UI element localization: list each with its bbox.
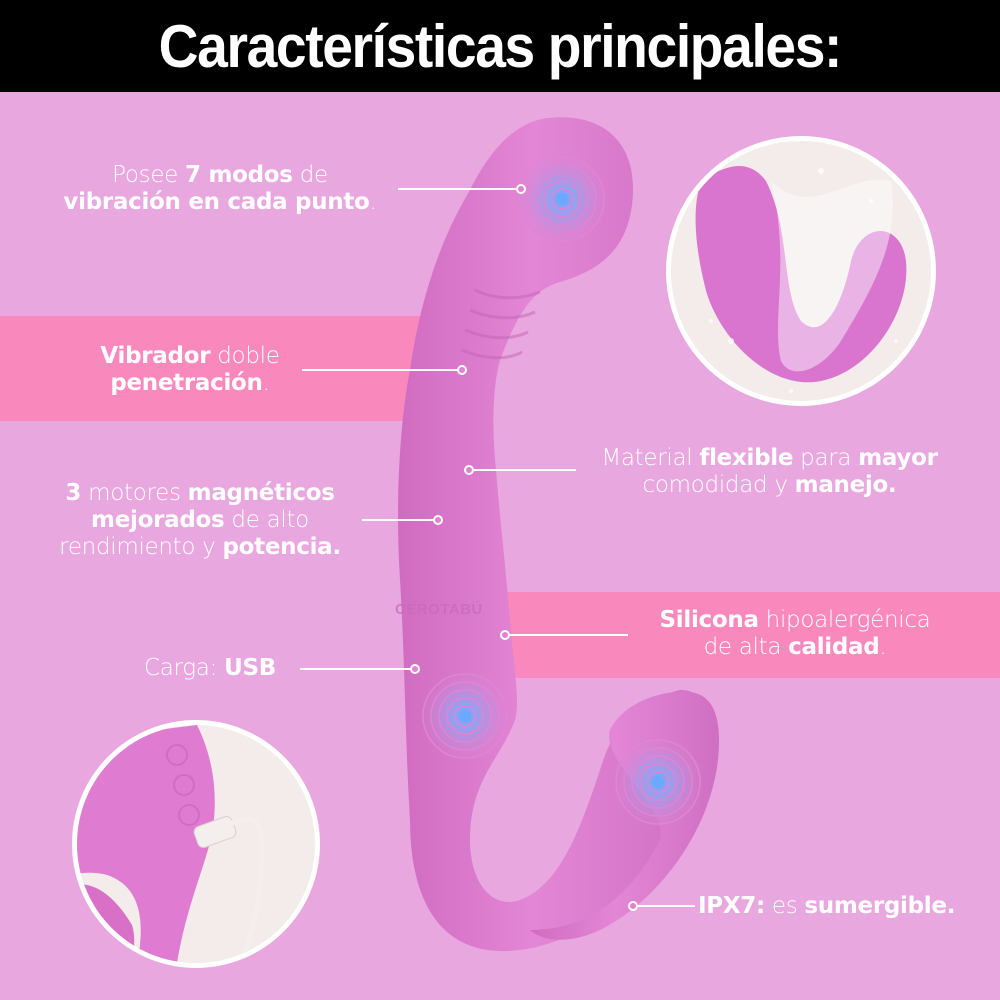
usb-charging-inset <box>72 720 320 968</box>
feature-charging: Carga: USB <box>144 655 276 681</box>
feature-silicone: Silicona hipoalergénica de alta calidad. <box>659 607 931 660</box>
callout-line-modes <box>398 188 516 190</box>
page-title: Características principales: <box>158 12 843 80</box>
callout-line-motors <box>362 519 434 521</box>
header-bar: Características principales: <box>0 0 1000 92</box>
water-splash-inset <box>666 136 936 406</box>
callout-dot-flexible <box>464 465 474 475</box>
highlight-band-left <box>0 316 432 421</box>
feature-motors: 3 motores magnéticos mejorados de alto r… <box>59 480 341 560</box>
usb-charging-image <box>77 725 265 963</box>
feature-waterproof: IPX7: es sumergible. <box>698 893 956 919</box>
callout-line-flexible <box>474 469 576 471</box>
feature-vibration-modes: Posee 7 modos de vibración en cada punto… <box>63 162 377 215</box>
brand-watermark: CEROTABÚ <box>395 601 483 618</box>
callout-line-ipx7 <box>638 905 695 907</box>
callout-dot-silicone <box>500 630 510 640</box>
callout-dot-charging <box>410 664 420 674</box>
vibration-point-tip <box>514 151 610 247</box>
feature-flexible-material: Material flexible para mayor comodidad y… <box>601 445 938 498</box>
callout-dot-double <box>457 365 467 375</box>
callout-dot-ipx7 <box>628 901 638 911</box>
callout-dot-motors <box>433 515 443 525</box>
callout-dot-modes <box>516 184 526 194</box>
vibration-point-arm <box>612 736 704 828</box>
callout-line-silicone <box>510 634 628 636</box>
callout-line-double <box>302 369 459 371</box>
water-splash-image <box>695 166 907 393</box>
vibration-point-middle <box>419 670 511 762</box>
feature-double-penetration: Vibrador doble penetración. <box>100 343 280 396</box>
callout-line-charging <box>300 668 410 670</box>
